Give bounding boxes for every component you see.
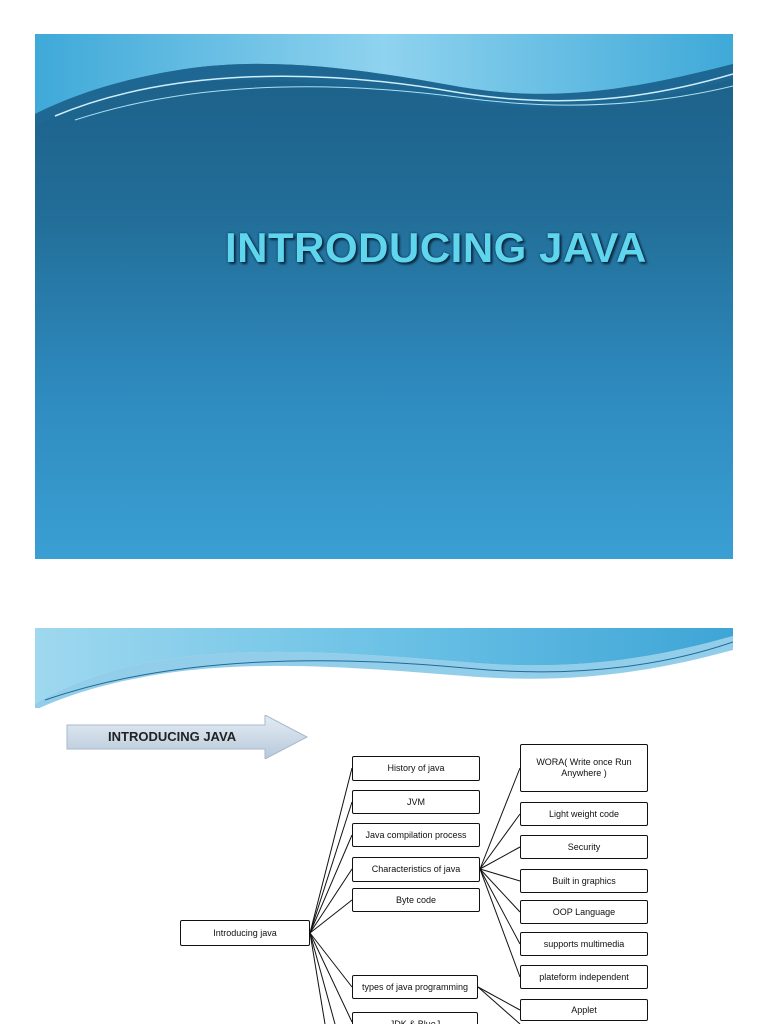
banner-arrow-icon xyxy=(66,715,309,759)
root-node: Introducing java xyxy=(180,920,310,946)
wave-decoration xyxy=(35,34,733,126)
title-slide: INTRODUCING JAVA xyxy=(35,34,733,559)
mindmap-slide: INTRODUCING JAVA Introducin xyxy=(35,628,733,1024)
characteristic-node: Light weight code xyxy=(520,802,648,826)
characteristic-node: Security xyxy=(520,835,648,859)
characteristic-node: OOP Language xyxy=(520,900,648,924)
slide-title: INTRODUCING JAVA xyxy=(225,224,647,271)
topic-node: Characteristics of java xyxy=(352,857,480,882)
characteristic-node: WORA( Write once Run Anywhere ) xyxy=(520,744,648,792)
topic-node: JDK & BlueJ xyxy=(352,1012,478,1024)
topic-node: JVM xyxy=(352,790,480,814)
characteristic-node: supports multimedia xyxy=(520,932,648,956)
characteristic-node: plateform independent xyxy=(520,965,648,989)
connector-lines xyxy=(309,767,521,1024)
wave-decoration xyxy=(35,628,733,708)
programming-type-node: Applet xyxy=(520,999,648,1021)
topic-node: Byte code xyxy=(352,888,480,912)
topic-node: types of java programming xyxy=(352,975,478,999)
topic-node: Java compilation process xyxy=(352,823,480,847)
topic-node: History of java xyxy=(352,756,480,781)
banner-label: INTRODUCING JAVA xyxy=(108,729,237,744)
characteristic-node: Built in graphics xyxy=(520,869,648,893)
